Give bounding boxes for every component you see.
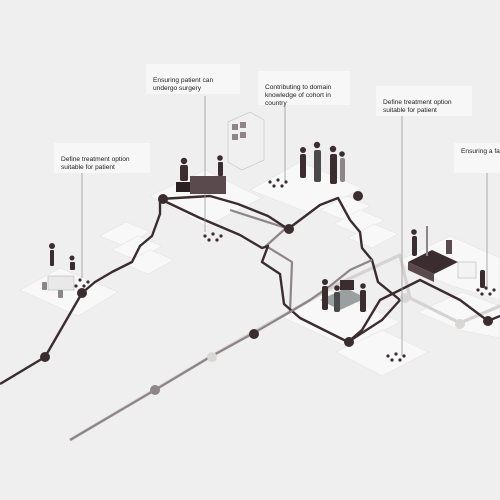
platform-team: [249, 161, 363, 215]
node-11: [400, 293, 410, 303]
path-mid-right: [289, 258, 373, 313]
marker-dots: [70, 178, 496, 362]
node-2: [77, 288, 87, 298]
callout-ensuring-operation: Ensuring a fa... operation re...: [454, 143, 500, 173]
office-illustration: [176, 155, 226, 194]
stairs-left-3: [123, 249, 175, 275]
platform-ward: [395, 235, 500, 301]
callout-text: Ensuring a fa... operation re...: [461, 148, 500, 155]
ward-illustration: [408, 226, 485, 288]
platform-meeting-room: [19, 267, 119, 317]
meeting-room-illustration: [42, 243, 75, 298]
node-5: [284, 224, 294, 234]
node-7: [344, 337, 354, 347]
callout-domain-knowledge: Contributing to domain knowledge of coho…: [258, 71, 350, 107]
node-1: [40, 352, 50, 362]
node-12: [455, 319, 465, 329]
journey-paths: [0, 194, 500, 442]
callout-text: Define treatment option suitable for pat…: [383, 99, 452, 114]
node-8: [483, 316, 493, 326]
leader-lines: [81, 96, 488, 356]
marker-cluster-3: [268, 178, 288, 188]
platform-ward-lower: [417, 291, 500, 339]
stairs-mid-1: [319, 195, 371, 221]
node-3: [158, 194, 168, 204]
stairs-left-2: [111, 235, 163, 261]
path-light: [69, 253, 500, 442]
callout-text: Contributing to domain knowledge of coho…: [265, 84, 332, 107]
callout-define-treatment-left: Define treatment option suitable for pat…: [54, 143, 150, 173]
marker-cluster-5: [476, 286, 496, 296]
callout-text: Define treatment option suitable for pat…: [61, 156, 130, 171]
person-standing: [50, 250, 54, 266]
callout-text: Ensuring patient can undergo surgery: [153, 77, 214, 92]
node-6: [353, 191, 363, 201]
callout-define-treatment-right: Define treatment option suitable for pat…: [376, 86, 472, 116]
marker-cluster-2: [203, 232, 223, 242]
node-9: [150, 385, 160, 395]
marker-cluster-4: [386, 352, 406, 362]
surgery-illustration: [320, 279, 366, 312]
stairs-left-1: [99, 221, 151, 247]
team-illustration: [300, 141, 345, 184]
node-10: [207, 352, 217, 362]
stairs-mid-2: [333, 209, 385, 235]
path-mid: [69, 208, 294, 441]
person-seated: [70, 262, 75, 270]
journey-nodes: [40, 191, 493, 395]
path-dark-right: [347, 278, 500, 343]
node-4: [249, 329, 259, 339]
callout-ensuring-surgery: Ensuring patient can undergo surgery: [146, 64, 240, 94]
platform-bottom-ext: [335, 329, 429, 377]
cabinet-illustration: [227, 111, 265, 171]
